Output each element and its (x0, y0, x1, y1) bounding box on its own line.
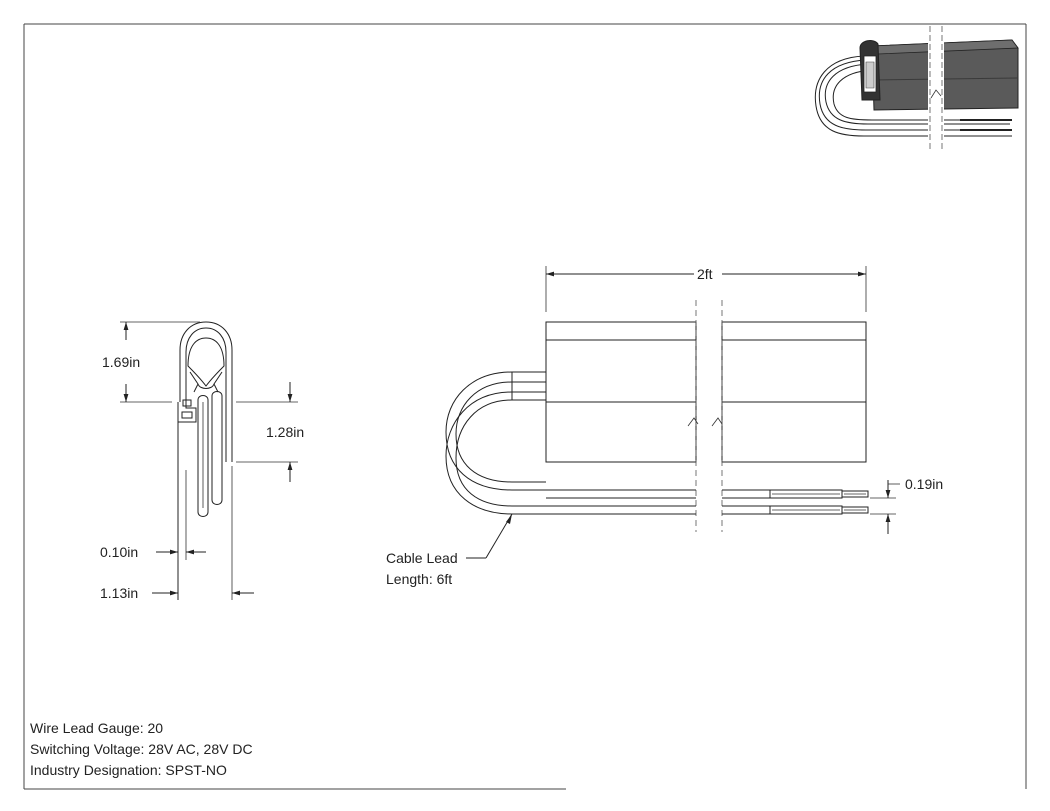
dim-lead-spacing: 0.19in (905, 476, 943, 492)
spec-industry-designation: Industry Designation: SPST-NO (30, 762, 227, 778)
dim-height-lower: 1.28in (266, 424, 304, 440)
dim-width-overall: 1.13in (100, 585, 138, 601)
spec-switching-voltage: Switching Voltage: 28V AC, 28V DC (30, 741, 253, 757)
cross-section-view (177, 321, 233, 600)
dim-height-overall: 1.69in (102, 354, 140, 370)
isometric-view (814, 26, 1019, 150)
cable-lead-callout: Cable Lead Length: 6ft (386, 513, 513, 587)
spec-wire-gauge: Wire Lead Gauge: 20 (30, 720, 163, 736)
cross-section-dimensions: 1.69in 1.28in 0.10in 1.13in (100, 321, 304, 601)
callout-lead-length: Length: 6ft (386, 571, 452, 587)
dim-wall-thickness: 0.10in (100, 544, 138, 560)
spec-notes: Wire Lead Gauge: 20 Switching Voltage: 2… (30, 720, 253, 778)
dim-length: 2ft (697, 266, 713, 282)
side-view-dimensions: 2ft 0.19in (545, 266, 943, 534)
side-view (445, 300, 869, 532)
drawing-border (23, 23, 1027, 790)
callout-cable-lead: Cable Lead (386, 550, 458, 566)
